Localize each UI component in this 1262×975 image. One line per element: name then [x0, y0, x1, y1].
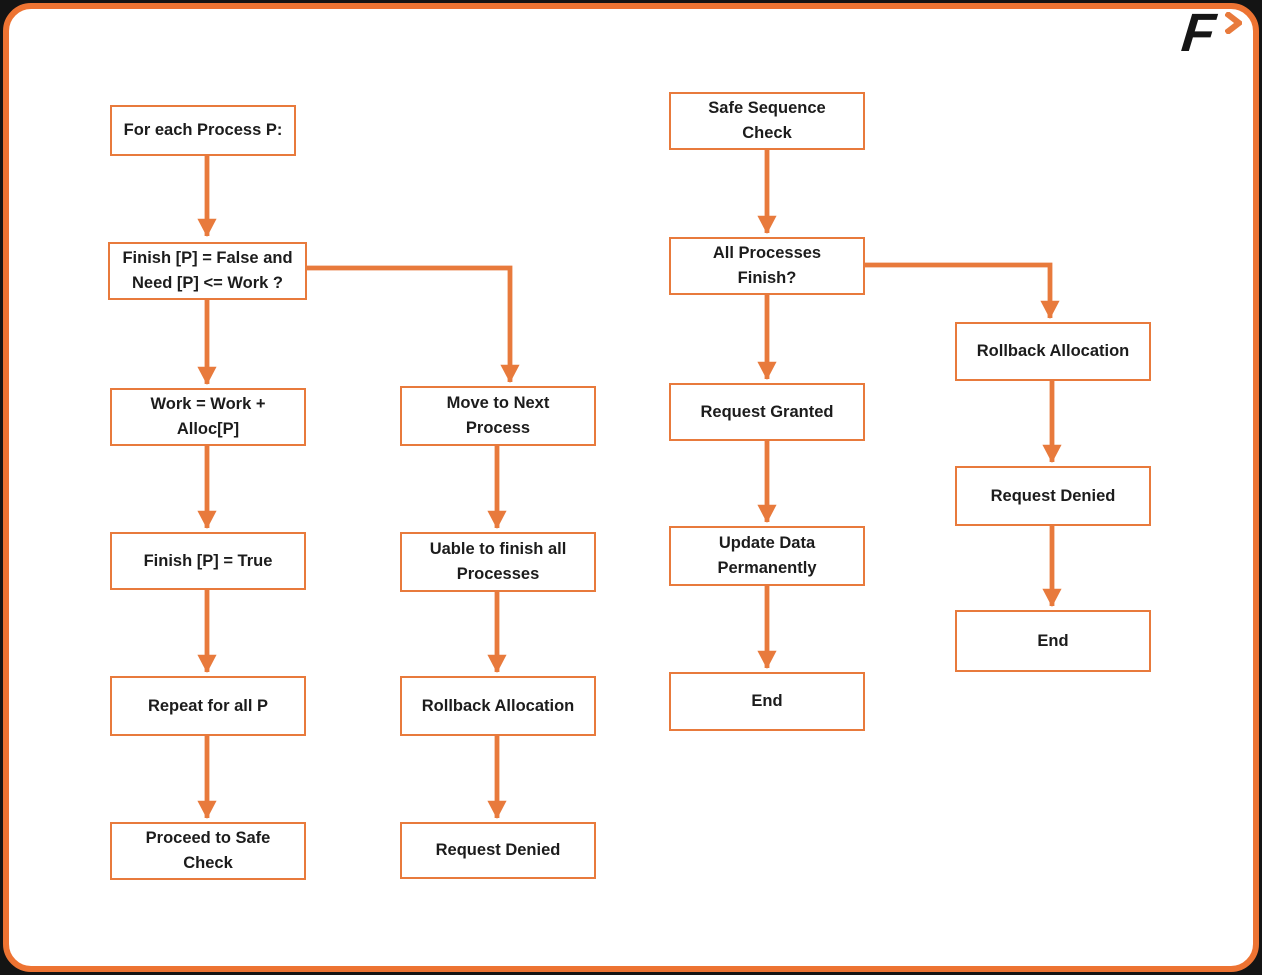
- brand-logo: F: [1176, 3, 1248, 66]
- flow-node-for-each-process: For each Process P:: [110, 105, 296, 156]
- arrow-finish-check-to-move-next: [307, 265, 520, 383]
- chevron-right-icon: [1225, 12, 1242, 34]
- flow-node-rollback-allocation-1: Rollback Allocation: [400, 676, 596, 736]
- flow-node-safe-sequence-check: Safe Sequence Check: [669, 92, 865, 150]
- flow-node-move-next-process: Move to Next Process: [400, 386, 596, 446]
- flow-node-work-update: Work = Work + Alloc[P]: [110, 388, 306, 446]
- flow-node-request-denied-2: Request Denied: [955, 466, 1151, 526]
- flow-node-all-processes-finish: All Processes Finish?: [669, 237, 865, 295]
- flow-node-end-1: End: [669, 672, 865, 731]
- flow-node-request-denied-1: Request Denied: [400, 822, 596, 879]
- flow-node-repeat-for-all: Repeat for all P: [110, 676, 306, 736]
- flow-node-finish-true: Finish [P] = True: [110, 532, 306, 590]
- arrow-all-finish-to-rollback2: [865, 262, 1060, 319]
- flow-node-end-2: End: [955, 610, 1151, 672]
- flow-node-finish-check: Finish [P] = False and Need [P] <= Work …: [108, 242, 307, 300]
- flow-node-update-data: Update Data Permanently: [669, 526, 865, 586]
- flow-node-rollback-allocation-2: Rollback Allocation: [955, 322, 1151, 381]
- flow-node-request-granted: Request Granted: [669, 383, 865, 441]
- flow-node-proceed-safe-check: Proceed to Safe Check: [110, 822, 306, 880]
- logo-letter: F: [1178, 3, 1217, 63]
- flow-node-unable-finish: Uable to finish all Processes: [400, 532, 596, 592]
